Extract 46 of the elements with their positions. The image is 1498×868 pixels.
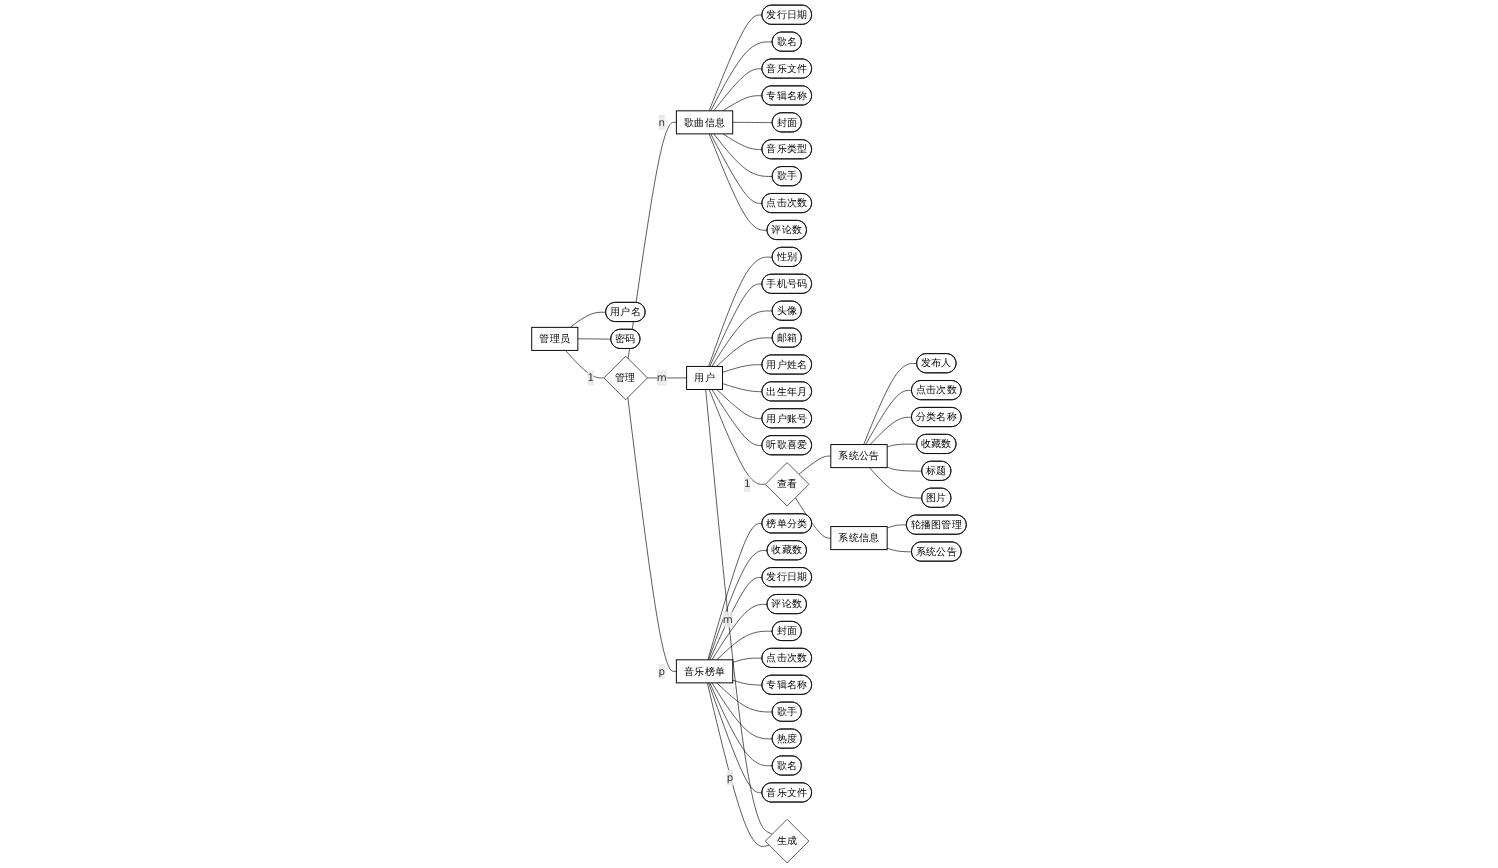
connector: [886, 547, 913, 553]
connector: [869, 416, 913, 445]
connector: [710, 133, 763, 204]
connector: [705, 389, 773, 835]
connector: [865, 390, 913, 445]
connector: [711, 310, 773, 367]
connector: [709, 682, 773, 767]
connector: [732, 657, 763, 663]
connector: [708, 256, 773, 367]
connector: [577, 338, 612, 340]
connector: [711, 682, 773, 740]
connector: [708, 14, 763, 112]
connector: [627, 397, 677, 672]
connector: [716, 389, 763, 419]
connector: [798, 455, 832, 475]
connector: [716, 630, 773, 661]
connector: [711, 604, 768, 661]
connector: [706, 682, 770, 847]
connector: [722, 133, 763, 150]
connector: [713, 133, 773, 177]
connector: [707, 523, 763, 661]
connector: [711, 389, 763, 446]
connector: [708, 682, 763, 794]
connector: [732, 122, 773, 123]
connector: [708, 133, 768, 231]
connector: [886, 443, 918, 448]
connector: [722, 364, 763, 373]
connector: [722, 383, 763, 393]
connector: [863, 363, 918, 445]
connector: [722, 95, 763, 112]
connector: [627, 122, 677, 360]
connector: [709, 577, 763, 661]
connector: [886, 466, 923, 472]
connector: [794, 497, 832, 539]
connector: [710, 41, 773, 112]
connector: [565, 350, 604, 379]
connector: [732, 679, 763, 686]
connector: [886, 524, 908, 529]
connector: [716, 682, 773, 713]
connector: [569, 311, 607, 328]
connector: [708, 389, 766, 485]
connector: [713, 68, 763, 112]
connector: [869, 467, 923, 499]
connector: [709, 283, 763, 367]
connector: [716, 337, 773, 367]
connector: [708, 550, 768, 661]
